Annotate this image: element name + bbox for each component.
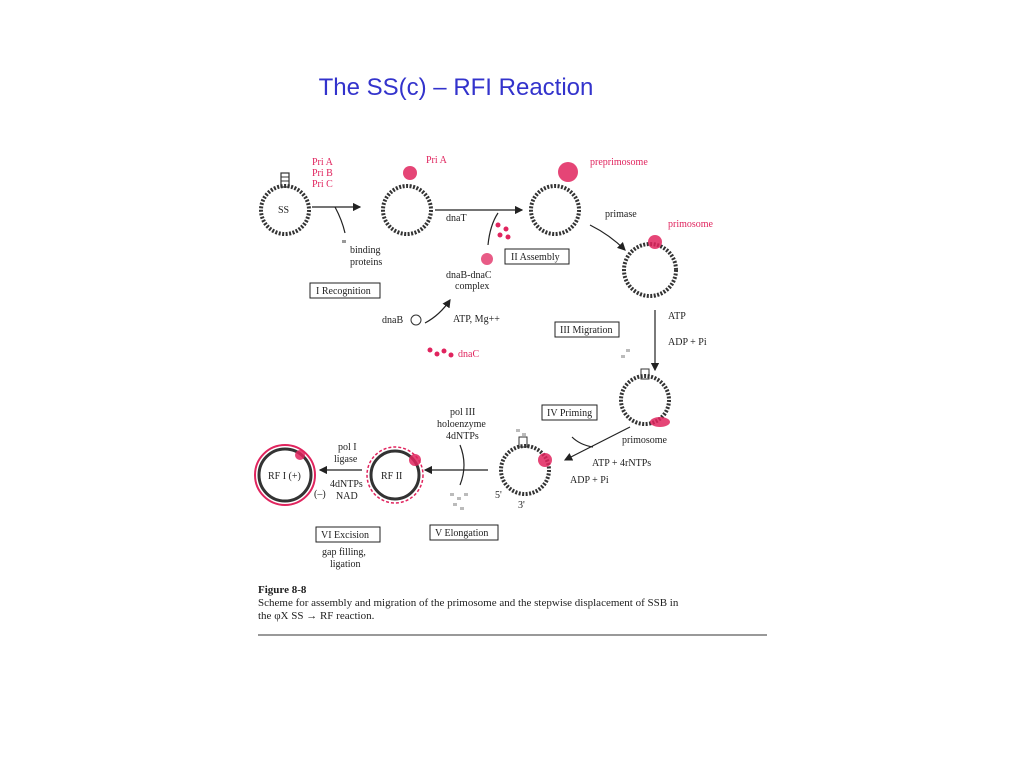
dnab-dnac-complex-icon	[481, 253, 493, 265]
dntps-label-2: NAD	[336, 491, 358, 502]
arrow-priming	[563, 426, 631, 461]
ss-circle: SS	[259, 172, 311, 236]
preprimosome-circle	[529, 162, 581, 236]
dnab-label: dnaB	[382, 315, 403, 326]
dnab-dnac-label-1: dnaB-dnaC	[446, 270, 492, 281]
priming-dots	[516, 429, 526, 436]
elongation-dots	[450, 493, 468, 510]
gap-label-1: gap filling,	[322, 547, 366, 558]
minus-label: (–)	[314, 489, 326, 500]
stage-recognition: I Recognition	[316, 286, 371, 297]
rfii-circle	[366, 446, 424, 504]
primosome-circle	[622, 235, 678, 298]
migration-dots	[621, 349, 630, 358]
pri-b-label: Pri B	[312, 168, 333, 179]
stage-assembly-box	[504, 248, 570, 265]
dntps-label-1: 4dNTPs	[330, 479, 363, 490]
pol1-label-1: pol I	[338, 442, 357, 453]
caption-line-2: the φX SS → RF reaction.	[258, 610, 375, 622]
arrow-dnab-dnac-in	[487, 212, 499, 246]
pri-a-circle	[381, 166, 433, 236]
rfi-circle	[254, 444, 316, 506]
dnat-dots	[495, 222, 511, 240]
arrow-binding-release	[334, 206, 346, 234]
three-prime-label: 3'	[518, 500, 525, 511]
stage-elongation: V Elongation	[435, 528, 488, 539]
pol3-label-1: pol III	[450, 407, 475, 418]
stage-priming-box	[541, 404, 598, 421]
arrow-primase	[589, 224, 626, 251]
elongation-circle	[499, 436, 552, 496]
atp-rntps-label: ATP + 4rNTPs	[592, 458, 651, 469]
pol1-label-2: ligase	[334, 454, 358, 465]
arrow-pol3	[459, 444, 465, 486]
preprimosome-label: preprimosome	[590, 157, 648, 168]
caption-line-1: Scheme for assembly and migration of the…	[258, 597, 679, 609]
priming-circle	[619, 368, 671, 427]
primosome-scheme-diagram: SS Pri A Pri B Pri C binding proteins I …	[254, 155, 767, 636]
adp-pi-2-label: ADP + Pi	[570, 475, 609, 486]
primosome-pink-label: primosome	[668, 219, 714, 230]
gap-label-2: ligation	[330, 559, 361, 570]
rfii-label: RF II	[381, 471, 402, 482]
primase-label: primase	[605, 209, 637, 220]
binding-proteins-label-1: binding	[350, 245, 381, 256]
figure-label: Figure 8-8	[258, 584, 307, 596]
dnac-dots	[427, 347, 454, 358]
ss-label: SS	[278, 205, 289, 216]
binding-protein-dots	[342, 240, 346, 243]
stage-migration-box	[554, 321, 620, 338]
stage-migration: III Migration	[560, 325, 613, 336]
pol3-label-2: holoenzyme	[437, 419, 486, 430]
binding-proteins-label-2: proteins	[350, 257, 382, 268]
five-prime-label: 5'	[495, 490, 502, 501]
rfi-label: RF I (+)	[268, 471, 301, 482]
dnab-icon	[410, 314, 422, 326]
stage-elongation-box	[429, 524, 499, 541]
stage-excision: VI Excision	[321, 530, 369, 541]
stage-priming: IV Priming	[547, 408, 592, 419]
pri-c-label: Pri C	[312, 179, 333, 190]
dnat-label: dnaT	[446, 213, 467, 224]
pol3-label-3: 4dNTPs	[446, 431, 479, 442]
pri-a-pink-label: Pri A	[426, 155, 448, 166]
atp-label: ATP	[668, 311, 686, 322]
stage-excision-box	[315, 526, 381, 543]
adp-pi-label: ADP + Pi	[668, 337, 707, 348]
stage-assembly: II Assembly	[511, 252, 560, 263]
primosome-label: primosome	[622, 435, 668, 446]
slide-title: The SS(c) – RFI Reaction	[318, 74, 594, 101]
atp-mg-label: ATP, Mg++	[453, 314, 500, 325]
arrow-dnab-to-complex	[424, 299, 451, 324]
arrow-priming-atp	[571, 436, 594, 448]
dnab-dnac-label-2: complex	[455, 281, 489, 292]
dnac-label: dnaC	[458, 349, 479, 360]
pri-a-label: Pri A	[312, 157, 334, 168]
stage-recognition-box	[309, 282, 381, 299]
